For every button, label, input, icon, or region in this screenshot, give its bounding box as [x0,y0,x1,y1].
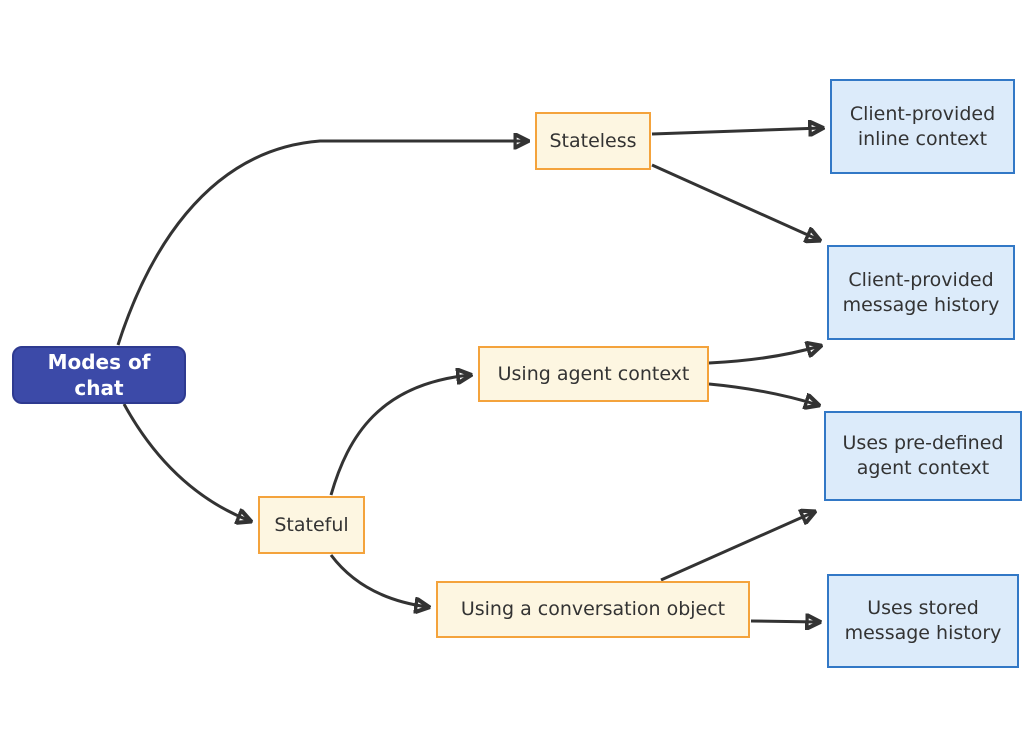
node-client-provided-message-history: Client-provided message history [827,245,1015,340]
edge-agent-context-to-message-history [708,346,820,365]
node-modes-of-chat: Modes of chat [12,346,186,404]
edge-stateful-to-agent-context [329,375,470,496]
node-uses-stored-message-history: Uses stored message history [827,574,1019,668]
node-using-agent-context: Using agent context [478,346,709,402]
edge-stateless-to-inline-context [651,128,822,134]
node-client-provided-inline-context: Client-provided inline context [830,79,1015,174]
edge-modes-to-stateless [116,141,527,346]
node-stateless: Stateless [535,112,651,170]
edge-stateful-to-conversation [329,554,428,607]
node-using-a-conversation-object: Using a conversation object [436,581,750,638]
edge-conversation-to-stored-history [750,621,819,622]
node-uses-predefined-agent-context: Uses pre-defined agent context [824,411,1022,501]
edge-conversation-to-predefined-context [660,512,814,582]
edge-agent-context-to-predefined-context [708,382,818,405]
edge-stateless-to-message-history [651,163,819,240]
edge-modes-to-stateful [122,403,250,521]
node-stateful: Stateful [258,496,365,554]
